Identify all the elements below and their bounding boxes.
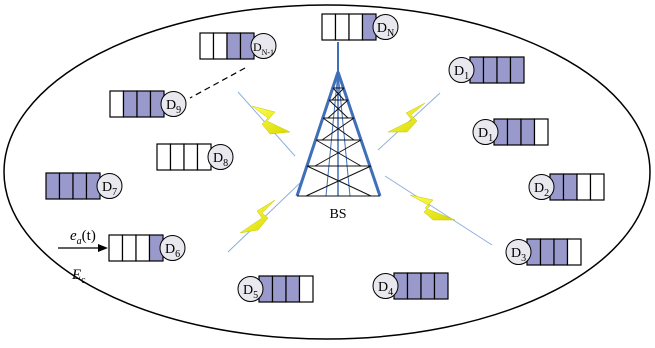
queue-cell-empty (566, 238, 582, 266)
device-node-circle (96, 173, 123, 199)
device-node-circle (372, 273, 399, 299)
device-label: D3 (511, 246, 526, 264)
device-label: D9 (166, 98, 181, 116)
arrival-arrowhead (98, 244, 108, 252)
queue-cell-empty (135, 234, 151, 262)
queue-cell-empty (108, 234, 124, 262)
device-label: D6 (165, 242, 180, 260)
device-dN1: DN-1 (199, 32, 277, 60)
device-d1a: D1 (448, 56, 525, 84)
device-d4: D4 (372, 272, 449, 300)
wireless-link-upper-right (377, 92, 441, 151)
queue-cell-filled (509, 56, 525, 84)
wireless-link-lower-right (384, 175, 493, 246)
device-node-circle (505, 239, 532, 265)
queue-buffer (526, 238, 582, 266)
base-station-label: BS (329, 207, 346, 222)
queue-cell-filled (58, 172, 74, 200)
queue-cell-filled (271, 275, 287, 303)
queue-buffer (45, 172, 101, 200)
queue-cell-filled (482, 56, 498, 84)
queue-cell-filled (539, 238, 555, 266)
device-d6: D6 (108, 234, 186, 262)
device-node-circle (237, 276, 264, 302)
device-d7: D7 (45, 172, 123, 200)
base-station-tower (295, 42, 382, 197)
device-label: DN (377, 21, 394, 39)
arrival-process: ea(t) Ec (58, 228, 108, 286)
queue-cell-empty (576, 173, 592, 201)
queue-cell-empty (212, 32, 228, 60)
device-d2: D2 (528, 173, 605, 201)
wireless-link-upper-left (237, 91, 296, 157)
queue-cell-empty (121, 234, 137, 262)
queue-cell-filled (562, 173, 578, 201)
wireless-link-lower-left (227, 182, 301, 253)
device-label: D8 (213, 151, 228, 169)
queue-buffer (321, 13, 377, 41)
queue-cell-filled (406, 272, 422, 300)
energy-label: Ec (71, 267, 86, 286)
arrival-rate-label: ea(t) (70, 228, 96, 247)
queue-cell-filled (506, 118, 522, 146)
queue-cell-empty (199, 32, 215, 60)
device-d3: D3 (505, 238, 582, 266)
queue-cell-filled (226, 32, 242, 60)
queue-cell-empty (533, 118, 549, 146)
device-node-circle (159, 235, 186, 261)
queue-buffer (258, 275, 314, 303)
queue-cell-empty (156, 143, 172, 171)
queue-buffer (156, 143, 212, 171)
device-node-circle (250, 33, 277, 59)
queue-buffer (493, 118, 549, 146)
device-node-circle (207, 144, 234, 170)
device-label: DN-1 (253, 40, 274, 57)
queue-cell-empty (334, 13, 350, 41)
device-label: D4 (378, 280, 393, 298)
omitted-devices-dashes (189, 67, 246, 99)
device-node-circle (372, 14, 399, 40)
device-d8: D8 (156, 143, 234, 171)
queue-buffer (469, 56, 525, 84)
queue-buffer (109, 90, 165, 118)
queue-cell-empty (109, 90, 125, 118)
queue-cell-empty (589, 173, 605, 201)
queue-buffer (199, 32, 255, 60)
device-label: D5 (243, 283, 258, 301)
queue-cell-empty (169, 143, 185, 171)
device-label: D1 (478, 126, 493, 144)
device-label: D7 (102, 180, 117, 198)
queue-buffer (549, 173, 605, 201)
device-node-circle (528, 174, 555, 200)
queue-cell-filled (496, 56, 512, 84)
device-label: D1 (454, 64, 469, 82)
device-d5: D5 (237, 275, 314, 303)
queue-cell-filled (420, 272, 436, 300)
device-label: D2 (534, 181, 549, 199)
device-d1b: D1 (472, 118, 549, 146)
device-node-circle (160, 91, 187, 117)
queue-cell-filled (433, 272, 449, 300)
queue-buffer (393, 272, 449, 300)
coverage-area-ellipse (3, 4, 651, 340)
queue-cell-empty (298, 275, 314, 303)
queue-cell-filled (285, 275, 301, 303)
device-node-circle (472, 119, 499, 145)
device-node-circle (448, 57, 475, 83)
queue-buffer (108, 234, 164, 262)
queue-cell-filled (136, 90, 152, 118)
device-dN: DN (321, 13, 399, 41)
device-d9: D9 (109, 90, 187, 118)
queue-cell-empty (321, 13, 337, 41)
queue-cell-empty (183, 143, 199, 171)
queue-cell-empty (348, 13, 364, 41)
queue-cell-filled (553, 238, 569, 266)
queue-cell-filled (72, 172, 88, 200)
queue-cell-filled (520, 118, 536, 146)
queue-cell-filled (122, 90, 138, 118)
queue-cell-filled (45, 172, 61, 200)
